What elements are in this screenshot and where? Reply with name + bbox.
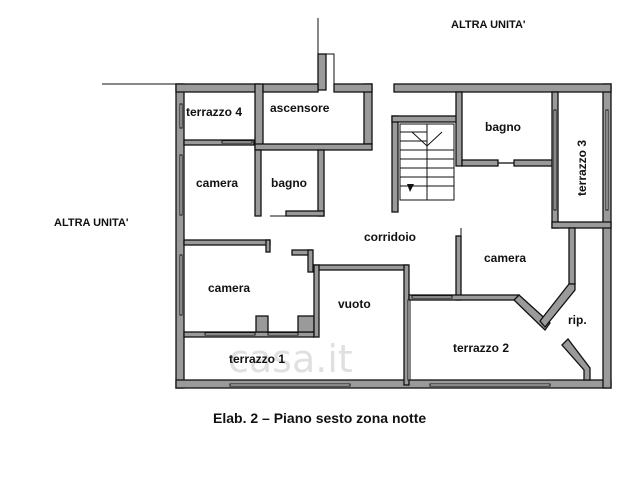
watermark: casa.it [228, 337, 353, 381]
room-label-rip: rip. [568, 313, 587, 327]
room-label-ascensore: ascensore [270, 101, 330, 115]
label-altra-unita-left: ALTRA UNITA' [54, 217, 129, 229]
label-altra-unita-top: ALTRA UNITA' [451, 19, 526, 31]
room-label-terrazzo-4: terrazzo 4 [186, 105, 242, 119]
room-label-bagno-top-right: bagno [485, 120, 521, 134]
plan-caption: Elab. 2 – Piano sesto zona notte [213, 410, 426, 426]
stair-arrow-icon [407, 184, 414, 192]
room-label-vuoto: vuoto [338, 297, 371, 311]
room-label-terrazzo-2: terrazzo 2 [453, 341, 509, 355]
room-label-terrazzo-3: terrazzo 3 [575, 140, 589, 196]
room-label-camera-right: camera [484, 251, 526, 265]
room-label-terrazzo-1: terrazzo 1 [229, 352, 285, 366]
room-label-corridoio: corridoio [364, 230, 416, 244]
room-label-camera-top-left: camera [196, 176, 238, 190]
room-label-bagno-left: bagno [271, 176, 307, 190]
boundary-lines [102, 18, 335, 85]
staircase [399, 123, 455, 201]
door-swings [270, 162, 514, 236]
room-label-camera-mid-left: camera [208, 281, 250, 295]
windows [179, 103, 609, 387]
